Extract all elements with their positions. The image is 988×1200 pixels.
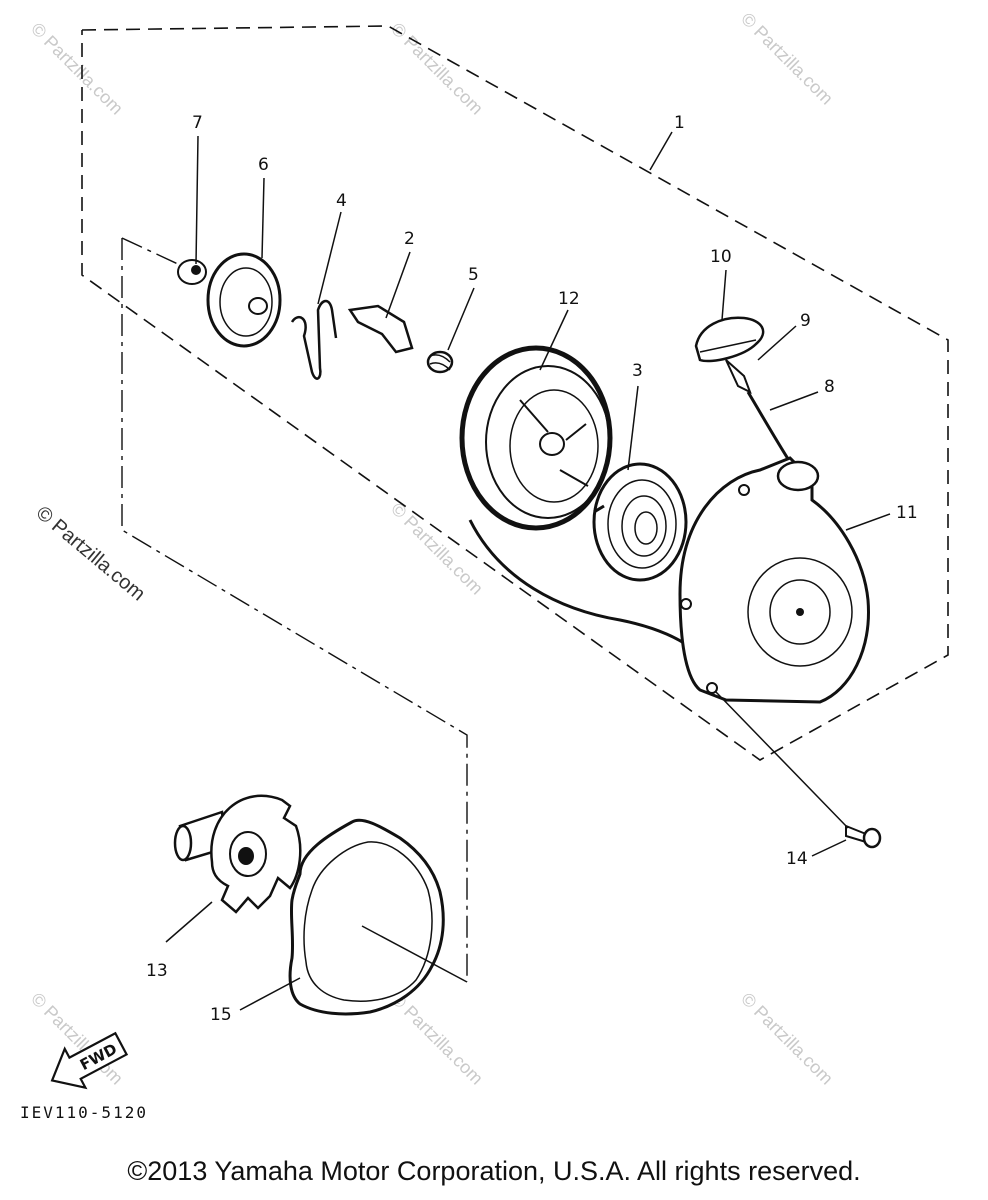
part-3-recoil-spring: [592, 462, 688, 582]
part-10-handle: [694, 316, 765, 363]
part-11-starter-case: [678, 456, 870, 704]
assembly-1-outline: [81, 25, 949, 761]
bolt-alignment-line: [715, 691, 849, 829]
part-5-coil-spring: [426, 350, 454, 374]
part-14-bolt: [845, 824, 882, 849]
assembly-13-frame-link: [121, 237, 181, 266]
assembly-13-frame: [121, 238, 468, 982]
callout-10: 10: [710, 247, 732, 267]
callout-3: 3: [632, 361, 643, 381]
part-13-drive-cup: [173, 794, 302, 914]
callout-numbers: 1 2 3 4 5 6 7 8 9 10 11 12 13 14 15: [146, 113, 918, 1025]
part-6-plate: [206, 252, 282, 348]
callout-1: 1: [674, 113, 685, 133]
diagram-code: IEV110-5120: [20, 1103, 148, 1122]
watermark: © Partzilla.com: [27, 19, 127, 119]
callout-11: 11: [896, 503, 918, 523]
callout-13: 13: [146, 961, 168, 981]
part-15-gasket-inner: [303, 841, 433, 1002]
watermark: © Partzilla.com: [387, 989, 487, 1089]
callout-4: 4: [336, 191, 347, 211]
part-8-rope: [746, 391, 792, 463]
callout-6: 6: [258, 155, 269, 175]
part-7-nut: [177, 259, 207, 285]
part-2-pawl: [347, 304, 414, 354]
watermark: © Partzilla.com: [387, 499, 487, 599]
copyright-notice: ©2013 Yamaha Motor Corporation, U.S.A. A…: [127, 1156, 861, 1186]
callout-12: 12: [558, 289, 580, 309]
side-watermark: © Partzilla.com: [32, 502, 149, 605]
callout-8: 8: [824, 377, 835, 397]
part-9-grip-stem: [725, 359, 752, 395]
watermark: © Partzilla.com: [737, 989, 837, 1089]
starter-rope: [468, 519, 693, 650]
callout-9: 9: [800, 311, 811, 331]
callout-5: 5: [468, 265, 479, 285]
leader-lines: [165, 131, 891, 1011]
watermark: © Partzilla.com: [387, 19, 487, 119]
callout-14: 14: [786, 849, 808, 869]
part-15-gasket: [288, 818, 445, 1016]
callout-15: 15: [210, 1005, 232, 1025]
callout-7: 7: [192, 113, 203, 133]
watermark: © Partzilla.com: [737, 9, 837, 109]
callout-2: 2: [404, 229, 415, 249]
part-12-pulley: [459, 345, 613, 531]
part-4-spring: [290, 299, 338, 380]
